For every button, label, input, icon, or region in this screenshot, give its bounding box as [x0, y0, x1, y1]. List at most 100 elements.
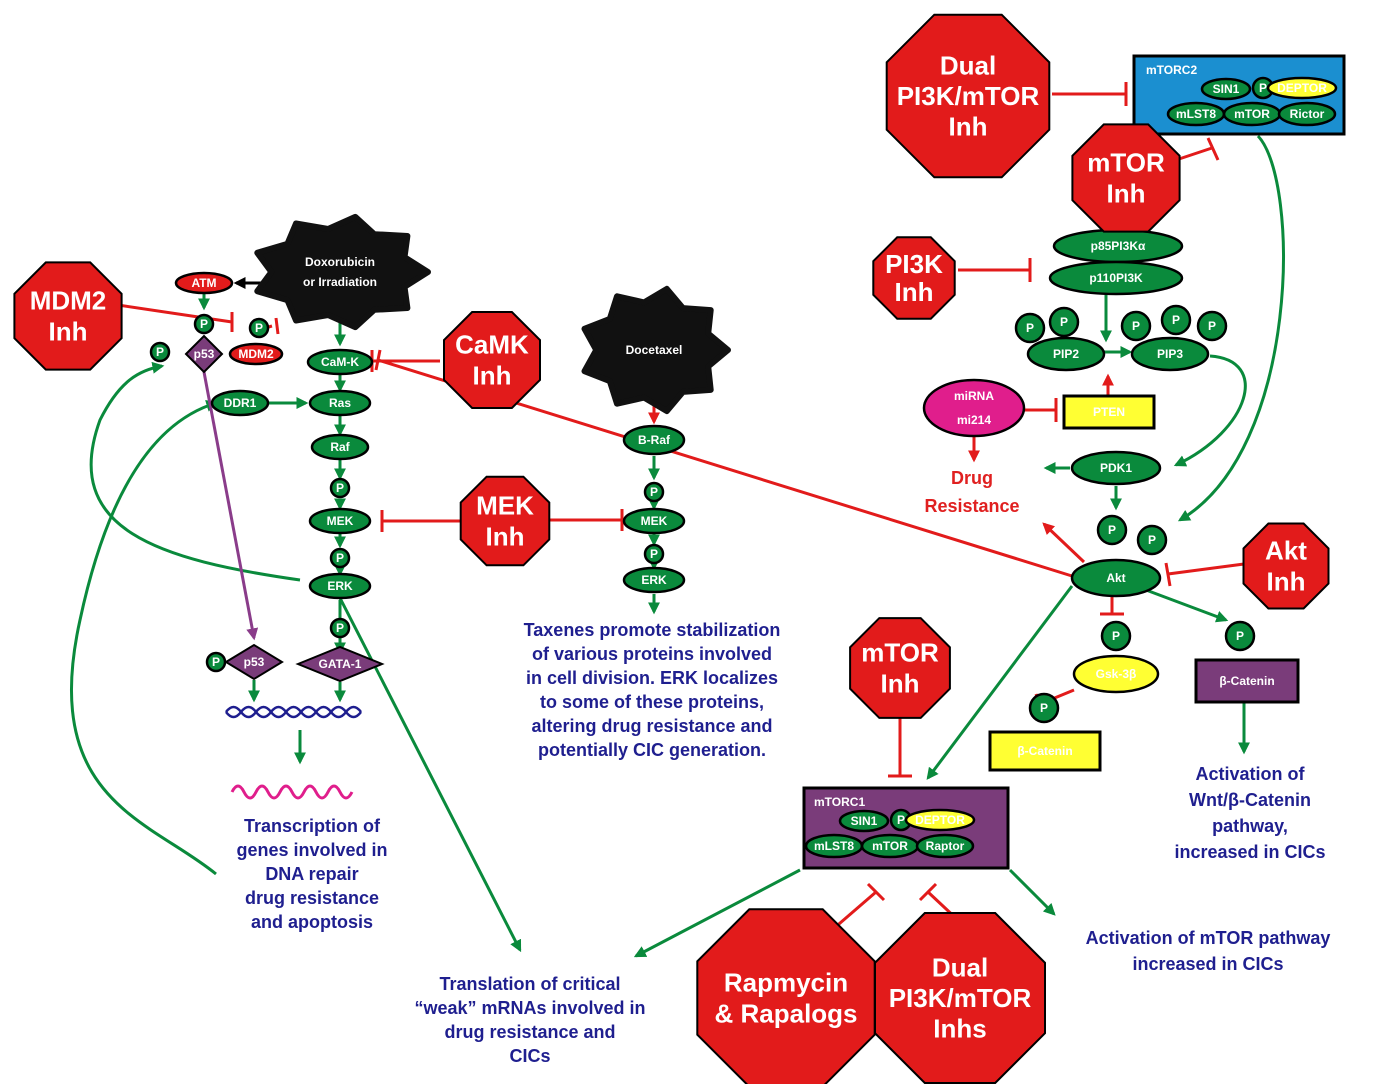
- inhibitor-camk-line1: Inh: [473, 360, 512, 390]
- caption-transcription-line0: Transcription of: [244, 816, 381, 836]
- mtorc1-mtor-label: mTOR: [872, 839, 908, 853]
- p-akt-2-label: P: [1148, 533, 1156, 547]
- mek-right-node: MEK: [622, 507, 686, 535]
- camk-node-label: CaM-K: [321, 355, 359, 369]
- akt-node: Akt: [1070, 558, 1162, 598]
- p-gsk-label: P: [1112, 629, 1120, 643]
- inhibitor-pi3k-line0: PI3K: [885, 249, 943, 279]
- mtorc2-mtor: mTOR: [1222, 101, 1282, 127]
- inhibitor-dual_bot-line2: Inhs: [933, 1014, 986, 1044]
- caption-translation-line1: “weak” mRNAs involved in: [414, 998, 645, 1018]
- mtorc2-mlst8: mLST8: [1166, 101, 1226, 127]
- p-braf-erk: P: [643, 543, 665, 565]
- mtorc1-mtor: mTOR: [860, 833, 920, 859]
- caption-taxanes-line4: altering drug resistance and: [531, 716, 772, 736]
- gsk-node: Gsk-3β: [1072, 654, 1160, 694]
- raf-node-label: Raf: [330, 440, 350, 454]
- bcat-yellow-box-label: β-Catenin: [1017, 744, 1072, 758]
- inhibitor-mtor_mid-line0: mTOR: [861, 638, 939, 668]
- inhibitor-akt-line0: Akt: [1265, 536, 1307, 566]
- poly-a-tail: AAA: [374, 785, 400, 799]
- caption-translation: Translation of critical “weak” mRNAs invo…: [414, 974, 645, 1066]
- p-gata: P: [329, 617, 351, 639]
- p-erk-label: P: [336, 551, 344, 565]
- inhibit-mekinh-braf-mek: [548, 509, 624, 531]
- inhibitor-mtor_top-line0: mTOR: [1087, 148, 1165, 178]
- pten-box-label: PTEN: [1093, 405, 1125, 419]
- bcat-purple-box: β-Catenin: [1194, 658, 1300, 704]
- camk-node: CaM-K: [306, 348, 374, 376]
- p-p53-bottom: P: [205, 651, 227, 673]
- caption-drug_res-line0: Drug: [951, 468, 993, 488]
- p-pip2-1: P: [1014, 312, 1046, 344]
- mek-node-label: MEK: [327, 514, 354, 528]
- p-pip3-3: P: [1196, 310, 1228, 342]
- p-p53-left-label: P: [156, 345, 164, 359]
- p53-bottom-node-label: p53: [244, 655, 265, 669]
- doxorubicin-stressor-line0: Doxorubicin: [305, 255, 375, 269]
- raf-node: Raf: [310, 433, 370, 461]
- connectors: [69, 82, 1285, 958]
- mtorc2-rictor: Rictor: [1277, 101, 1337, 127]
- inhibit-mdm2-p53: [117, 303, 234, 332]
- p-p53-left: P: [149, 341, 171, 363]
- mtorc2-deptor: DEPTOR: [1266, 76, 1338, 100]
- inhibitor-dual_bot-line1: PI3K/mTOR: [889, 983, 1032, 1013]
- ras-node: Ras: [308, 389, 372, 417]
- caption-taxanes-line3: to some of these proteins,: [540, 692, 764, 712]
- inhibitor-camk-line0: CaMK: [455, 330, 529, 360]
- caption-wnt-line0: Activation of: [1195, 764, 1305, 784]
- gata1-node-label: GATA-1: [319, 657, 362, 671]
- p-bcat-y-label: P: [1040, 701, 1048, 715]
- inhibitor-mek-line1: Inh: [486, 521, 525, 551]
- caption-wnt: Activation ofWnt/β-Cateninpathway,increa…: [1174, 764, 1325, 862]
- caption-translation-line0: Translation of critical: [439, 974, 620, 994]
- mtorc1-mlst8: mLST8: [804, 833, 864, 859]
- inhibitor-mtor_mid-line1: Inh: [881, 668, 920, 698]
- p-bcat-p: P: [1224, 620, 1256, 652]
- inhibitor-mek-line0: MEK: [476, 491, 534, 521]
- mtorc1-raptor: Raptor: [915, 833, 975, 859]
- caption-wnt-line1: Wnt/β-Catenin: [1189, 790, 1311, 810]
- caption-wnt-line2: pathway,: [1212, 816, 1288, 836]
- mtorc1-raptor-label: Raptor: [926, 839, 965, 853]
- mtorc1-deptor: DEPTOR: [904, 808, 976, 832]
- mtorc2-label: mTORC2: [1146, 63, 1197, 77]
- p85-node-label: p85PI3Kα: [1091, 239, 1146, 253]
- p-atm: P: [193, 313, 215, 335]
- mirna-line2: mi214: [957, 413, 991, 427]
- mdm2-node: MDM2: [228, 342, 284, 366]
- p53-node-label: p53: [194, 347, 215, 361]
- caption-mtor_path-line0: Activation of mTOR pathway: [1086, 928, 1331, 948]
- p-mek: P: [329, 477, 351, 499]
- p-mek-label: P: [336, 481, 344, 495]
- p-mdm2-label: P: [255, 321, 263, 335]
- bcat-purple-box-label: β-Catenin: [1219, 674, 1274, 688]
- p110-node-label: p110PI3K: [1089, 271, 1143, 285]
- pdk1-node: PDK1: [1070, 450, 1162, 486]
- inhibit-pi3k-p110: [958, 258, 1032, 282]
- caption-transcription-line2: DNA repair: [265, 864, 358, 884]
- p53-node: p53: [184, 334, 224, 374]
- p-gata-label: P: [336, 621, 344, 635]
- gata1-node: GATA-1: [295, 645, 385, 683]
- caption-transcription-line4: and apoptosis: [251, 912, 373, 932]
- p-pip3-2-label: P: [1172, 313, 1180, 327]
- mdm2-node-label: MDM2: [238, 347, 274, 361]
- atm-node-label: ATM: [191, 276, 216, 290]
- inhibitor-dual_bot-line0: Dual: [932, 952, 988, 982]
- mtorc1-p-label: P: [897, 813, 905, 827]
- caption-taxanes-line5: potentially CIC generation.: [538, 740, 766, 760]
- caption-translation-line3: CICs: [509, 1046, 550, 1066]
- pip3-node-label: PIP3: [1157, 347, 1183, 361]
